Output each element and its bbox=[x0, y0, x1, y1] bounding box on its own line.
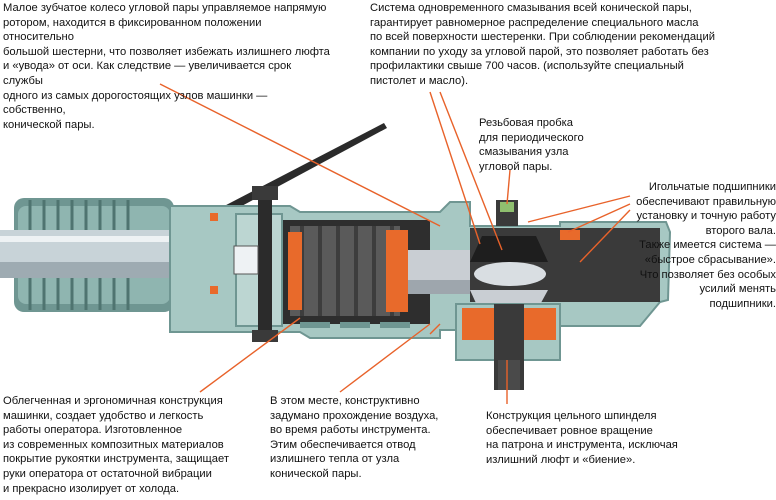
leader-lubrication-2 bbox=[429, 91, 481, 245]
spindle-tip bbox=[498, 360, 520, 390]
leader-handle bbox=[199, 317, 301, 393]
callout-handle: Облегченная и эргономичная конструкция м… bbox=[3, 395, 229, 495]
valve-seal-top bbox=[210, 213, 218, 221]
spindle-bearing-right bbox=[520, 308, 556, 340]
valve-seal-bottom bbox=[210, 286, 218, 294]
lever-arm bbox=[205, 123, 387, 222]
leader-bearings-1 bbox=[527, 195, 631, 223]
rotor-rear-bearing bbox=[288, 232, 302, 310]
valve-seat bbox=[233, 245, 259, 275]
callout-lubrication: Система одновременного смазывания всей к… bbox=[370, 2, 715, 87]
lubrication-plug-cap bbox=[500, 202, 514, 212]
leader-lines bbox=[159, 83, 631, 404]
callout-bearings: Игольчатые подшипники обеспечивают прави… bbox=[636, 181, 776, 310]
leader-bevel-gear bbox=[159, 83, 441, 227]
leader-plug bbox=[506, 169, 511, 205]
leader-airflow-2 bbox=[429, 323, 441, 335]
leader-bearings-3 bbox=[579, 209, 631, 263]
valve-bottom bbox=[252, 330, 278, 342]
callout-plug: Резьбовая пробка для периодического смаз… bbox=[479, 117, 584, 173]
leader-bearings-2 bbox=[567, 203, 631, 233]
needle-bearing-right bbox=[628, 232, 658, 288]
rotor-front-bearing bbox=[386, 230, 408, 312]
callout-spindle: Конструкция цельного шпинделя обеспечива… bbox=[486, 410, 678, 466]
leader-lubrication-1 bbox=[439, 91, 503, 251]
bevel-pinion bbox=[470, 236, 548, 262]
air-inlet-pipe-highlight bbox=[0, 236, 232, 242]
spindle-bearing-left bbox=[462, 308, 498, 340]
pinion-shaft-shade bbox=[408, 280, 478, 294]
leader-airflow-1 bbox=[339, 323, 431, 393]
callout-bevel-gear: Малое зубчатое колесо угловой пары управ… bbox=[3, 2, 330, 131]
valve-top bbox=[252, 186, 278, 200]
valve-stem bbox=[258, 190, 272, 340]
rotor bbox=[290, 226, 400, 316]
exhaust-slots bbox=[300, 322, 410, 328]
callout-airflow: В этом месте, конструктивно задумано про… bbox=[270, 395, 439, 480]
gear-highlight bbox=[474, 262, 546, 286]
needle-bearing-top bbox=[560, 230, 580, 240]
